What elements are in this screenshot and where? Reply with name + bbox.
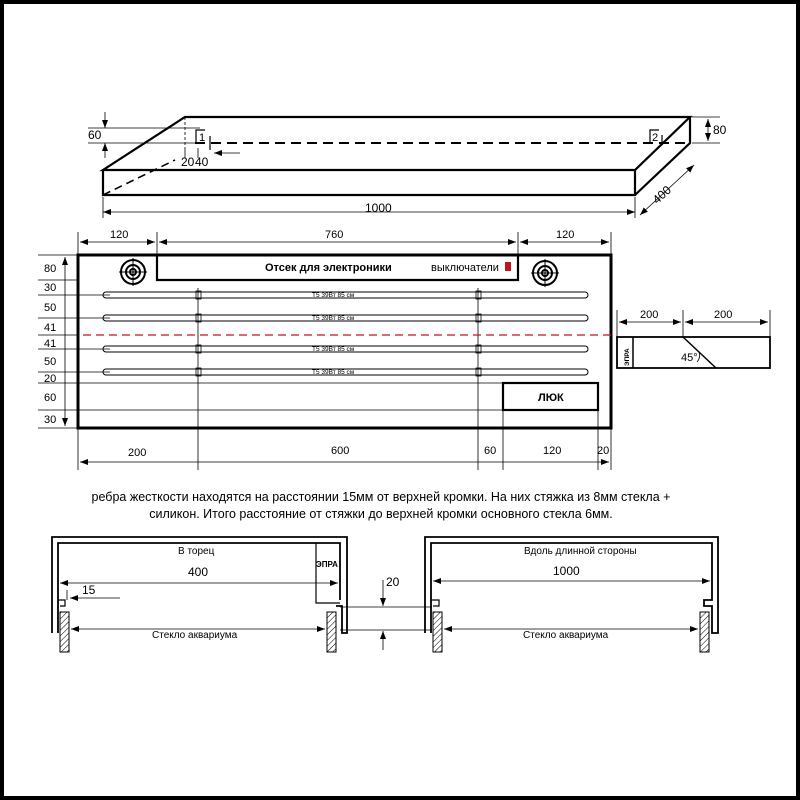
bottom-dim: 60 [484, 445, 496, 457]
iso-dim-length: 1000 [365, 201, 392, 215]
iso-mark-1: 1 [199, 132, 205, 144]
section-end-rib: 15 [82, 583, 96, 597]
gap-dimension [340, 580, 432, 650]
row-dim: 80 [44, 263, 56, 275]
iso-front-face [101, 170, 637, 197]
section-long-title: Вдоль длинной стороны [524, 546, 637, 557]
electronics-label: Отсек для электроники [265, 262, 392, 274]
tube-label: T5 39Вт 85 см [312, 292, 355, 299]
bottom-dim: 120 [543, 445, 561, 457]
iso-mark-2: 2 [652, 132, 658, 144]
hatch-box [501, 381, 600, 412]
gap-dim: 20 [386, 575, 400, 589]
side-angle-label: 45° [681, 352, 698, 364]
lid-outline [76, 253, 613, 430]
tube-label: T5 39Вт 85 см [312, 346, 355, 353]
iso-side-edge [634, 117, 692, 196]
hatch-label: ЛЮК [538, 392, 564, 404]
section-long-glass: Стекло аквариума [523, 630, 609, 641]
side-piece [616, 310, 771, 369]
side-dim: 200 [714, 309, 732, 321]
side-dim: 200 [640, 309, 658, 321]
switches-label: выключатели [431, 262, 499, 274]
iso-hidden-diag [102, 159, 176, 196]
section-end-glass: Стекло аквариума [152, 630, 238, 641]
bottom-dim: 200 [128, 447, 146, 459]
tube-label: T5 39Вт 85 см [312, 315, 355, 322]
section-long [424, 536, 719, 653]
iso-dim-offset: 60 [88, 128, 102, 142]
electronics-compartment [155, 255, 520, 282]
iso-dim-b: 40 [195, 155, 209, 169]
section-end-ballast: ЭПРА [316, 560, 338, 569]
row-dim: 41 [44, 322, 56, 334]
top-dim: 120 [556, 229, 574, 241]
section-end [51, 536, 348, 653]
row-dim: 20 [44, 373, 56, 385]
bottom-dim: 20 [597, 445, 609, 457]
iso-dim-height: 80 [713, 123, 727, 137]
iso-view [88, 112, 720, 218]
row-dim: 30 [44, 282, 56, 294]
section-end-title: В торец [178, 546, 215, 557]
top-dim: 760 [325, 229, 343, 241]
top-dim: 120 [110, 229, 128, 241]
plan-view [38, 232, 613, 470]
row-dim: 50 [44, 356, 56, 368]
note-line-1: ребра жесткости находятся на расстоянии … [92, 490, 671, 504]
fan-icon [119, 258, 147, 286]
row-dim: 50 [44, 302, 56, 314]
fan-icon [531, 259, 559, 287]
tube-label: T5 39Вт 85 см [312, 369, 355, 376]
row-dim: 41 [44, 338, 56, 350]
note-line-2: силикон. Итого расстояние от стяжки до в… [149, 507, 613, 521]
section-long-width: 1000 [553, 564, 580, 578]
section-end-width: 400 [188, 565, 208, 579]
bottom-dim: 600 [331, 445, 349, 457]
side-ballast-label: ЭПРА [624, 348, 631, 366]
row-dim: 60 [44, 392, 56, 404]
iso-dim-a: 20 [181, 155, 195, 169]
switch-indicator[interactable] [505, 262, 511, 271]
row-dim: 30 [44, 414, 56, 426]
